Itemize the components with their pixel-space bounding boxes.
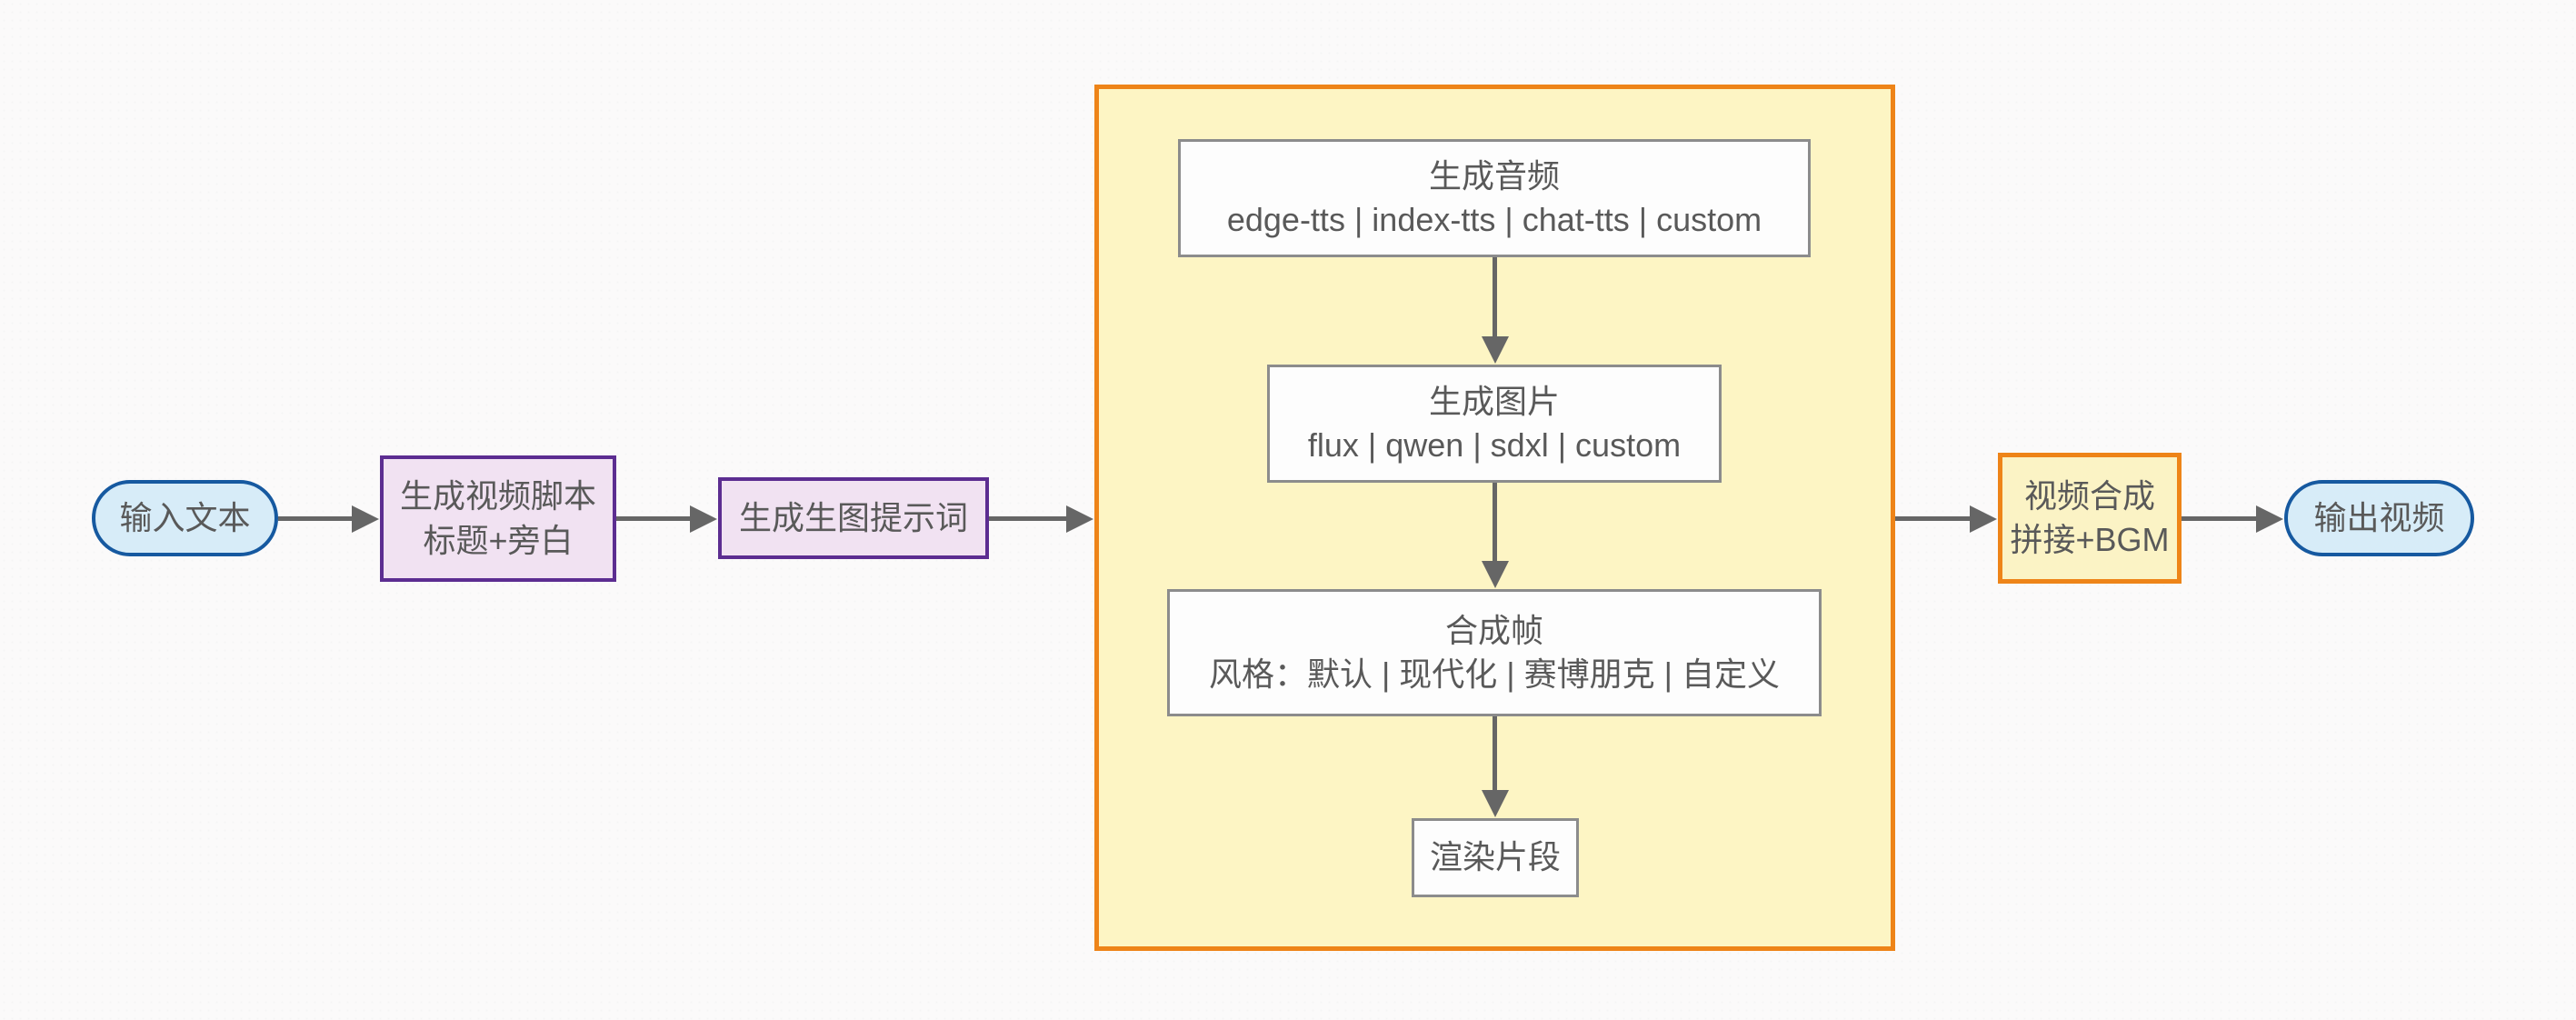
arrow-input-to-script xyxy=(278,516,353,521)
arrow-compose-to-output xyxy=(2182,516,2257,521)
arrow-script-to-prompt xyxy=(616,516,691,521)
node-generate-image-title: 生成图片 xyxy=(1428,382,1560,420)
node-video-compose-title: 视频合成 xyxy=(2023,476,2155,515)
node-generate-audio-title: 生成音频 xyxy=(1428,156,1560,195)
node-compose-frame-title: 合成帧 xyxy=(1444,611,1543,649)
node-generate-script: 生成视频脚本 标题+旁白 xyxy=(380,455,616,582)
node-generate-image-prompt: 生成生图提示词 xyxy=(718,477,989,559)
node-input-text-label: 输入文本 xyxy=(119,498,251,536)
arrow-prompt-to-subgraph xyxy=(989,516,1067,521)
node-output-video-label: 输出视频 xyxy=(2313,498,2445,536)
arrow-image-to-frame xyxy=(1493,483,1497,562)
node-input-text: 输入文本 xyxy=(92,480,278,556)
arrow-audio-to-image xyxy=(1493,257,1497,337)
node-compose-frame: 合成帧 风格：默认 | 现代化 | 赛博朋克 | 自定义 xyxy=(1167,589,1822,716)
node-generate-image: 生成图片 flux | qwen | sdxl | custom xyxy=(1267,365,1722,483)
node-output-video: 输出视频 xyxy=(2284,480,2474,556)
node-video-compose-subtitle: 拼接+BGM xyxy=(2010,521,2170,558)
node-generate-script-title: 生成视频脚本 xyxy=(399,477,596,515)
node-generate-audio-engines: edge-tts | index-tts | chat-tts | custom xyxy=(1226,201,1762,238)
node-generate-audio: 生成音频 edge-tts | index-tts | chat-tts | c… xyxy=(1178,139,1811,257)
node-video-compose: 视频合成 拼接+BGM xyxy=(1998,453,2182,584)
node-render-clip: 渲染片段 xyxy=(1412,818,1579,897)
node-render-clip-label: 渲染片段 xyxy=(1429,838,1561,876)
arrow-frame-to-render xyxy=(1493,716,1497,791)
node-generate-image-models: flux | qwen | sdxl | custom xyxy=(1307,426,1682,464)
node-generate-image-prompt-label: 生成生图提示词 xyxy=(738,498,968,536)
arrow-subgraph-to-compose xyxy=(1895,516,1971,521)
node-generate-script-subtitle: 标题+旁白 xyxy=(423,521,574,559)
node-compose-frame-styles: 风格：默认 | 现代化 | 赛博朋克 | 自定义 xyxy=(1208,655,1781,693)
